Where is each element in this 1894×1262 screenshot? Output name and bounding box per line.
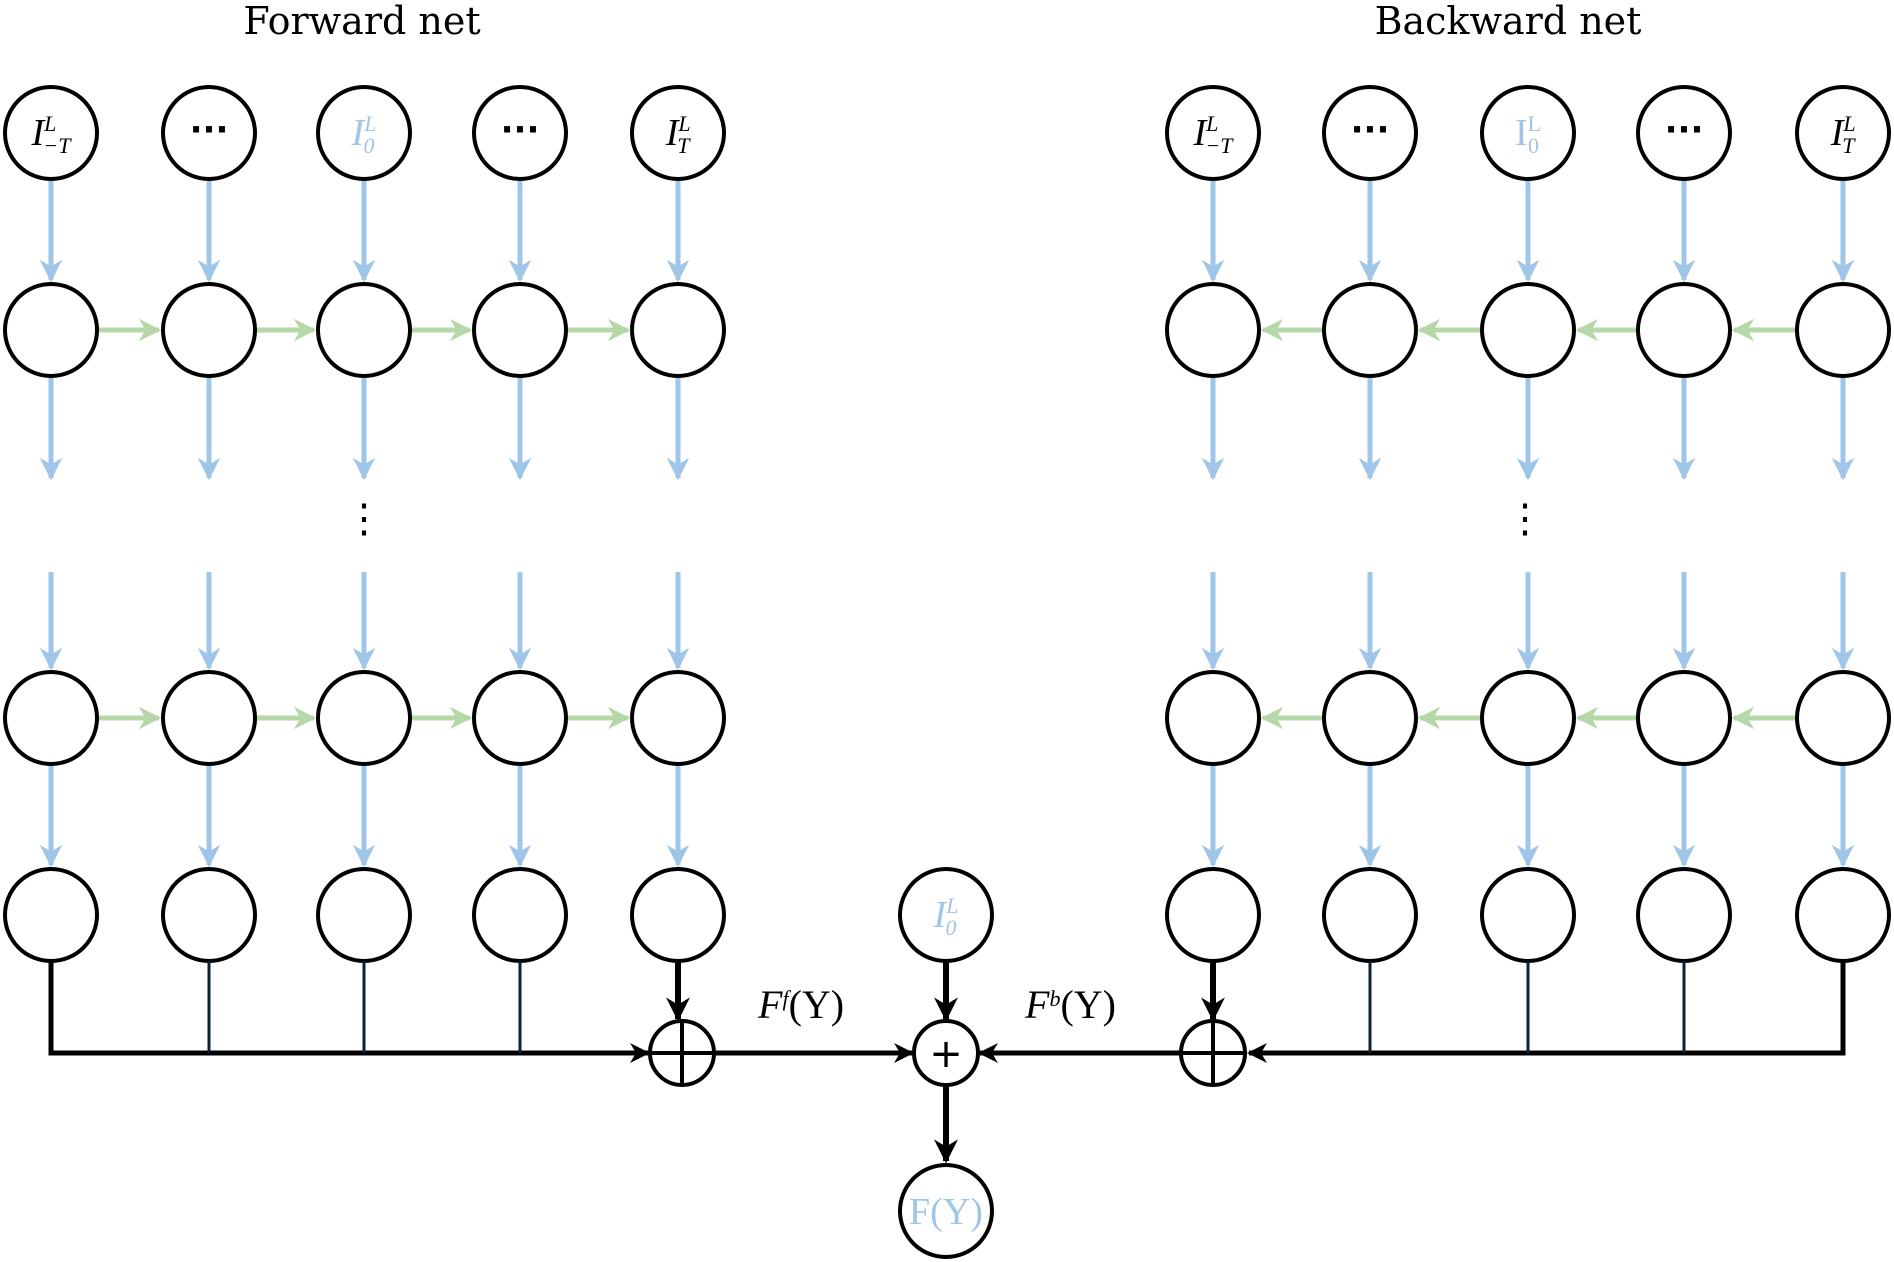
backward-hidden2-node-5	[1795, 670, 1891, 766]
backward-hidden2-node-1	[1165, 670, 1261, 766]
forward-input-ellipsis-2: ···	[190, 110, 229, 150]
forward-net-title: Forward net	[243, 0, 480, 43]
forward-input-node-4	[472, 85, 568, 181]
forward-hidden1-node-5	[630, 282, 726, 378]
forward-output-node-2	[161, 867, 257, 963]
backward-input-node-4	[1636, 85, 1732, 181]
backward-input-node-5	[1795, 85, 1891, 181]
forward-output-node-4	[472, 867, 568, 963]
backward-output-label: Fb(Y)	[1024, 982, 1116, 1027]
backward-hidden2-node-3	[1480, 670, 1576, 766]
final-output-node	[898, 1163, 994, 1259]
forward-input-node-2	[161, 85, 257, 181]
forward-hidden2-node-2	[161, 670, 257, 766]
backward-net-title: Backward net	[1375, 0, 1642, 43]
backward-output-node-2	[1322, 867, 1418, 963]
backward-input-ellipsis-4: ···	[1665, 110, 1704, 150]
backward-hidden1-node-1	[1165, 282, 1261, 378]
forward-vertical-ellipsis: ⋮	[344, 496, 384, 542]
forward-hidden2-node-4	[472, 670, 568, 766]
backward-output-node-4	[1636, 867, 1732, 963]
forward-output-label: Ff(Y)	[757, 982, 844, 1027]
backward-hidden1-node-5	[1795, 282, 1891, 378]
forward-input-ellipsis-4: ···	[501, 110, 540, 150]
forward-hidden2-node-5	[630, 670, 726, 766]
forward-input-node-3	[316, 85, 412, 181]
forward-hidden2-node-3	[316, 670, 412, 766]
backward-hidden1-node-4	[1636, 282, 1732, 378]
final-output-label: F(Y)	[909, 1191, 983, 1233]
center-sum-symbol: +	[929, 1031, 963, 1077]
forward-output-node-3	[316, 867, 412, 963]
backward-hidden1-node-2	[1322, 282, 1418, 378]
backward-sum-bus	[1247, 961, 1846, 1063]
forward-hidden1-node-4	[472, 282, 568, 378]
backward-input-node-3	[1480, 85, 1576, 181]
network-layer	[3, 85, 1891, 1259]
backward-input-ellipsis-2: ···	[1351, 110, 1390, 150]
forward-output-node-1	[3, 867, 99, 963]
forward-hidden2-node-1	[3, 670, 99, 766]
forward-input-label-1: IL−T	[31, 111, 73, 158]
forward-hidden1-node-1	[3, 282, 99, 378]
backward-input-node-2	[1322, 85, 1418, 181]
backward-hidden2-node-4	[1636, 670, 1732, 766]
forward-input-node-5	[630, 85, 726, 181]
forward-output-node-5	[630, 867, 726, 963]
backward-vertical-ellipsis: ⋮	[1505, 496, 1545, 542]
backward-hidden2-node-2	[1322, 670, 1418, 766]
forward-hidden1-node-3	[316, 282, 412, 378]
forward-sum-bus	[48, 961, 650, 1063]
backward-input-label-1: IL−T	[1193, 111, 1235, 158]
forward-input-node-1	[3, 85, 99, 181]
forward-hidden1-node-2	[161, 282, 257, 378]
backward-output-node-3	[1480, 867, 1576, 963]
combine-section: Ff(Y) Fb(Y)	[757, 982, 1116, 1027]
backward-output-node-1	[1165, 867, 1261, 963]
backward-output-node-5	[1795, 867, 1891, 963]
backward-hidden1-node-3	[1480, 282, 1576, 378]
backward-input-node-1	[1165, 85, 1261, 181]
